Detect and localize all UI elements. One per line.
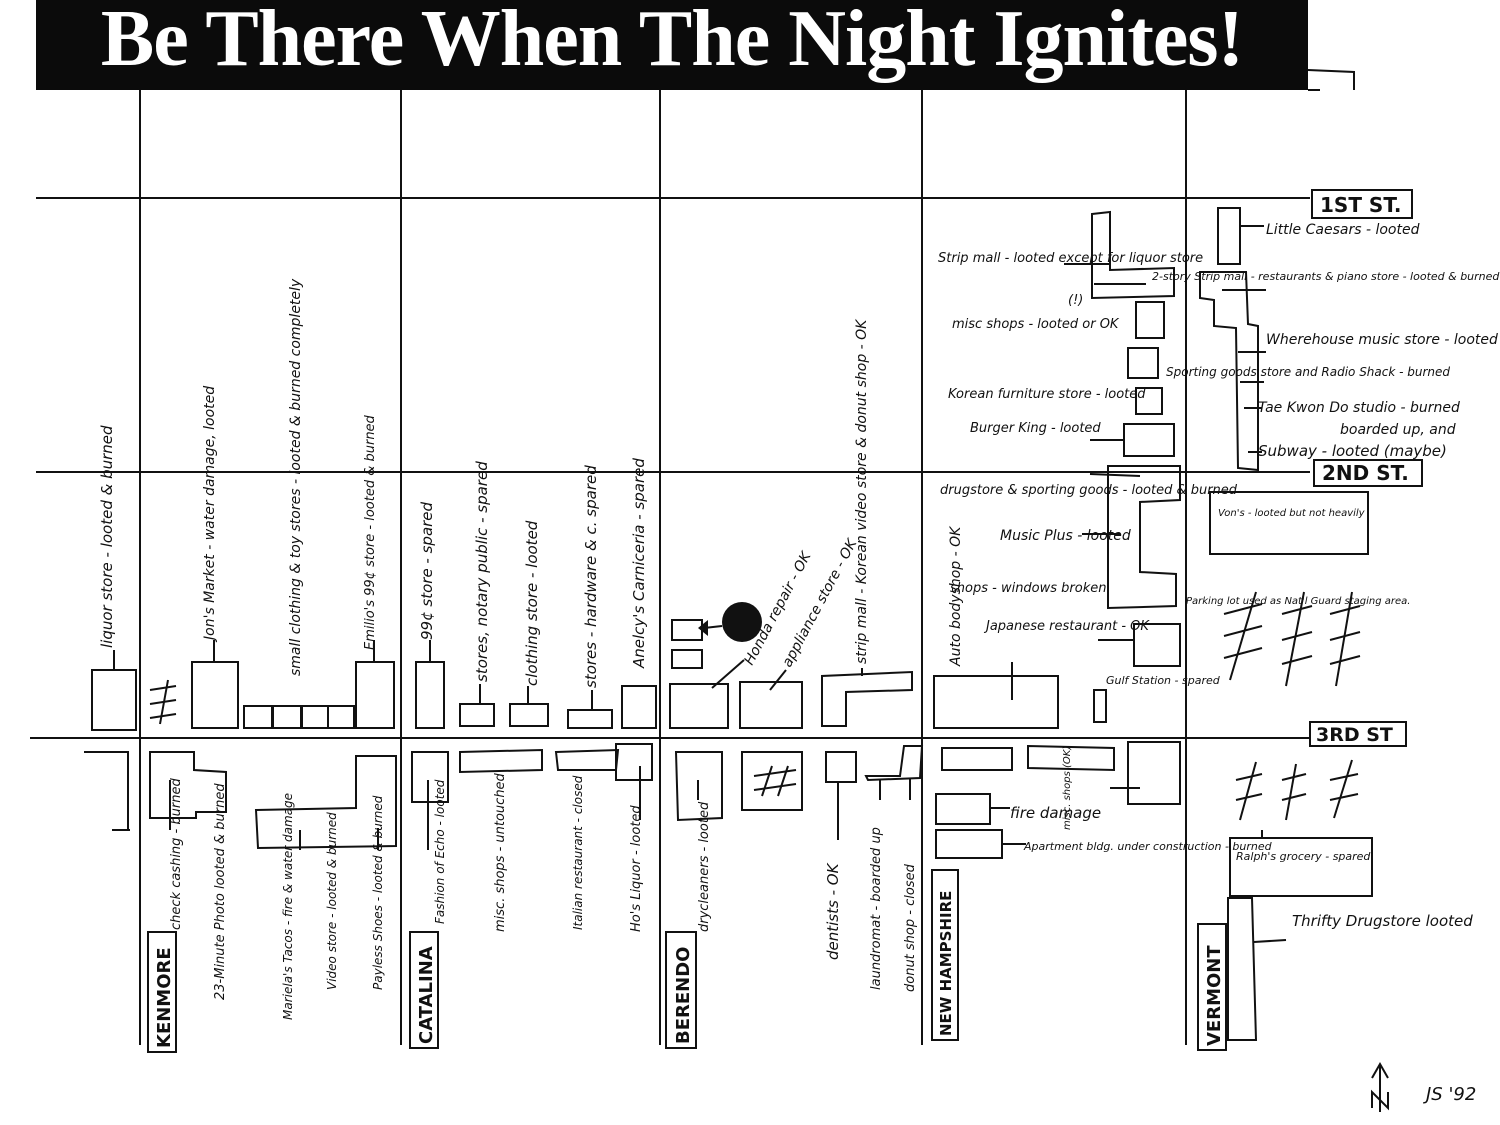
annotation-drycleaners: drycleaners - looted xyxy=(697,801,712,932)
annotation-dentists: dentists - OK xyxy=(824,862,842,960)
annotation-parking-lot: Parking lot used as Nat'l Guard staging … xyxy=(1186,596,1410,607)
annotation-notary-public: stores, notary public - spared xyxy=(473,461,491,682)
annotation-misc-shops-ok: misc. shops (OK) xyxy=(1062,746,1073,830)
title-banner: Be There When The Night Ignites! xyxy=(36,0,1308,90)
annotation-strip-mall: Strip mall - looted except for liquor st… xyxy=(938,251,1203,266)
building-ralphs xyxy=(1229,837,1373,897)
building-apartment xyxy=(935,829,1003,859)
building-hos-liquor xyxy=(615,743,653,781)
annotation-liquor-store: liquor store - looted & burned xyxy=(98,425,116,648)
building-strip-mall-korean xyxy=(821,670,913,727)
annotation-italian-restaurant: Italian restaurant - closed xyxy=(571,775,585,930)
annotation-misc-untouched: misc. shops - untouched xyxy=(493,772,508,932)
building-anelcys xyxy=(621,685,657,729)
annotation-payless: Payless Shoes - looted & burned xyxy=(371,795,385,990)
building-drugstore-music-plus xyxy=(1107,465,1181,610)
annotation-two-story-mall: 2-story Strip mall - restaurants & piano… xyxy=(1152,270,1500,283)
annotation-little-caesars: Little Caesars - looted xyxy=(1266,222,1420,238)
building-vons xyxy=(1209,491,1369,555)
annotation-tae-kwon-do: Tae Kwon Do studio - burned xyxy=(1258,400,1460,416)
annotation-misc-shops-north: misc shops - looted or OK xyxy=(952,317,1120,332)
annotation-vons: Von's - looted but not heavily xyxy=(1218,508,1366,519)
street-label-boxes xyxy=(147,189,1423,1053)
annotation-clothing-store: clothing store - looted xyxy=(523,520,541,686)
page-title: Be There When The Night Ignites! xyxy=(100,0,1244,83)
annotation-fire-damage: fire damage xyxy=(1010,804,1101,822)
annotation-radio-shack: Sporting goods store and Radio Shack - b… xyxy=(1166,365,1450,379)
annotation-thrifty: Thrifty Drugstore looted xyxy=(1292,912,1473,930)
building-outlines xyxy=(84,207,1373,1041)
building-fashion-echo xyxy=(411,751,449,803)
annotation-wherehouse: Wherehouse music store - looted xyxy=(1266,332,1498,348)
annotation-apartment: Apartment bldg. under construction - bur… xyxy=(1023,840,1273,853)
street-lines xyxy=(30,69,1355,1045)
annotation-laundromat: laundromat - boarded up xyxy=(869,827,884,990)
leader-lines xyxy=(113,225,1287,943)
annotation-ralphs: Ralph's grocery - spared xyxy=(1236,850,1371,863)
annotation-burger-king: Burger King - looted xyxy=(970,421,1101,436)
annotation-jons-market: Jon's Market - water damage, looted xyxy=(202,386,218,643)
third-street-label: 3RD ST xyxy=(1316,724,1393,746)
building-emilios xyxy=(355,661,395,729)
new-hampshire-label: NEW HAMPSHIRE xyxy=(937,891,955,1036)
vermont-label: VERMONT xyxy=(1204,945,1225,1046)
annotation-subway: Subway - looted (maybe) xyxy=(1258,442,1447,460)
annotation-check-cashing: check cashing - burned xyxy=(169,778,184,930)
building-two-story-mall xyxy=(1199,271,1259,472)
annotation-99-store: 99¢ store - spared xyxy=(418,501,436,640)
annotation-strip-mall-korean: strip mall - Korean video store & donut … xyxy=(854,318,870,664)
annotation-korean-furniture: Korean furniture store - looted xyxy=(948,387,1146,402)
building-little-caesars xyxy=(1217,207,1241,265)
annotation-exclaim: (!) xyxy=(1068,293,1083,308)
annotation-hardware: stores - hardware & c. spared xyxy=(582,465,600,688)
building-99-store xyxy=(415,661,445,729)
building-marielas-tacos xyxy=(254,755,397,850)
artist-signature: JS '92 xyxy=(1423,1084,1476,1105)
annotation-anelcys: Anelcy's Carniceria - spared xyxy=(630,458,648,669)
building-thrifty xyxy=(1227,897,1258,1041)
building-honda xyxy=(669,683,729,729)
annotation-hos-liquor: Ho's Liquor - looted xyxy=(629,805,644,932)
annotation-fashion-echo: Fashion of Echo - looted xyxy=(433,779,447,924)
annotation-emilios: Emilio's 99¢ store - looted & burned xyxy=(363,414,378,650)
parking-hatching xyxy=(149,591,1361,821)
building-drycleaners xyxy=(674,751,723,822)
building-japanese-restaurant xyxy=(1133,623,1181,667)
annotation-gulf-station: Gulf Station - spared xyxy=(1106,674,1221,687)
annotation-auto-body: Auto bodyshop - OK xyxy=(948,525,964,667)
building-dentists xyxy=(741,751,803,811)
first-street-label: 1ST ST. xyxy=(1320,193,1402,217)
north-arrow-icon xyxy=(1371,1061,1389,1112)
arrow-left-icon xyxy=(698,620,708,636)
annotation-boarded-up: boarded up, and xyxy=(1340,422,1456,438)
building-check-cashing xyxy=(149,751,227,819)
annotation-drugstore: drugstore & sporting goods - looted & bu… xyxy=(940,483,1238,498)
building-appliance xyxy=(739,681,803,729)
annotation-small-clothing: small clothing & toy stores - looted & b… xyxy=(288,278,304,676)
building-liquor xyxy=(91,669,137,731)
catalina-label: CATALINA xyxy=(416,946,437,1044)
annotation-donut-shop: donut shop - closed xyxy=(903,863,918,992)
annotation-shops-windows: shops - windows broken xyxy=(950,581,1107,596)
incident-marker-dot xyxy=(722,602,762,642)
annotation-marielas-tacos: Mariela's Tacos - fire & water damage xyxy=(281,793,295,1020)
second-street-label: 2ND ST. xyxy=(1322,461,1409,485)
building-strip-mall xyxy=(1091,210,1175,300)
annotation-video-store: Video store - looted & burned xyxy=(325,812,339,990)
building-auto-body xyxy=(933,675,1059,729)
annotation-23-minute-photo: 23-Minute Photo looted & burned xyxy=(213,783,228,1000)
annotation-japanese-restaurant: Japanese restaurant - OK xyxy=(983,619,1150,634)
annotation-appliance-store: appliance store - OK xyxy=(779,535,861,670)
berendo-label: BERENDO xyxy=(673,947,694,1044)
annotation-music-plus: Music Plus - looted xyxy=(1000,528,1131,544)
kenmore-label: KENMORE xyxy=(154,947,175,1048)
building-jons-market xyxy=(191,661,239,729)
